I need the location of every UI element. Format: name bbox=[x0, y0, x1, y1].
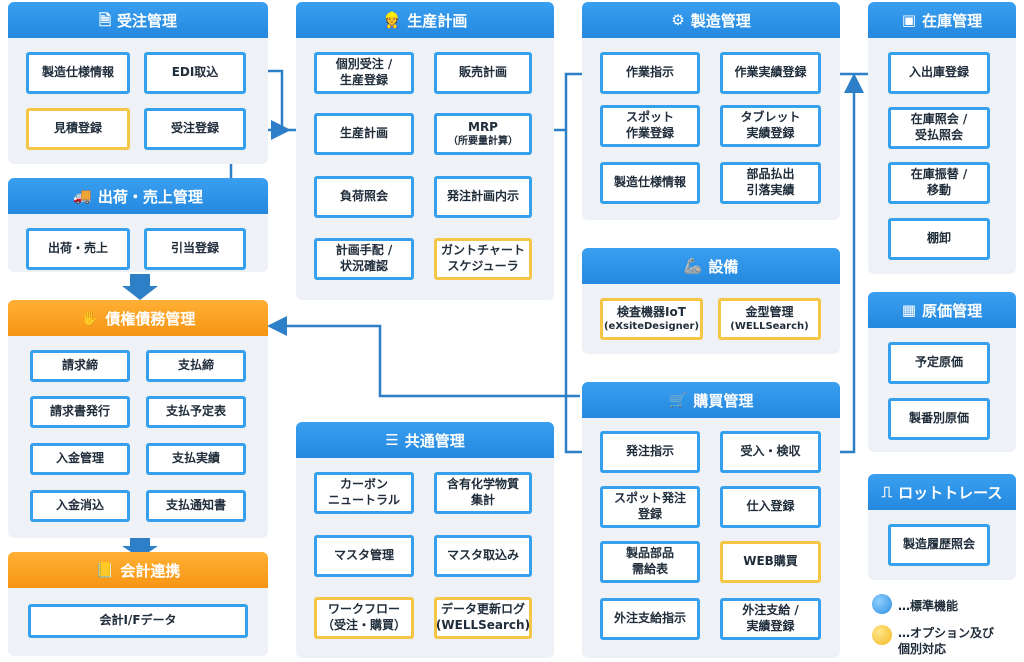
common-workflow-button[interactable]: ワークフロー （受注・購買） bbox=[314, 597, 414, 639]
mold-label: 金型管理 bbox=[745, 304, 794, 319]
mfg-parts-button[interactable]: 部品払出 引落実績 bbox=[720, 162, 821, 204]
mold-sub-label: (WELLSearch) bbox=[730, 321, 809, 333]
prod-salesplan-button[interactable]: 販売計画 bbox=[434, 52, 532, 94]
purch-receive-button[interactable]: 受入・検収 bbox=[720, 431, 821, 473]
prod-plan-button[interactable]: 生産計画 bbox=[314, 113, 414, 155]
credit-invoice-button[interactable]: 請求書発行 bbox=[30, 396, 130, 428]
order-entry-button[interactable]: 受注登録 bbox=[144, 108, 246, 150]
mfg-tablet-button[interactable]: タブレット 実績登録 bbox=[720, 105, 821, 147]
ship-header: 🚚出荷・売上管理 bbox=[8, 178, 268, 214]
credit-paysched-button[interactable]: 支払予定表 bbox=[146, 396, 246, 428]
common-chem-button[interactable]: 含有化学物質 集計 bbox=[434, 472, 532, 514]
acct-if-button[interactable]: 会計I/Fデータ bbox=[28, 604, 248, 638]
equip-header: 🦾設備 bbox=[582, 248, 840, 284]
iot-label: 検査機器IoT bbox=[617, 304, 686, 319]
credit-header: ✋債権債務管理 bbox=[8, 300, 268, 336]
purch-po-button[interactable]: 発注指示 bbox=[600, 431, 700, 473]
gears-icon: ⚙ bbox=[671, 10, 685, 29]
purch-web-button[interactable]: WEB購買 bbox=[720, 541, 821, 583]
common-log-button[interactable]: データ更新ログ (WELLSearch) bbox=[434, 597, 532, 639]
prod-gantt-button[interactable]: ガントチャート スケジューラ bbox=[434, 238, 532, 280]
stock-header: ▣在庫管理 bbox=[868, 2, 1016, 38]
ship-sales-button[interactable]: 出荷・売上 bbox=[26, 228, 130, 270]
common-master-button[interactable]: マスタ管理 bbox=[314, 535, 414, 577]
acct-header: 📒会計連携 bbox=[8, 552, 268, 588]
purch-purchase-button[interactable]: 仕入登録 bbox=[720, 486, 821, 528]
prod-order-button[interactable]: 発注計画内示 bbox=[434, 176, 532, 218]
credit-payclose-button[interactable]: 支払締 bbox=[146, 350, 246, 382]
worker-icon: 👷 bbox=[382, 10, 402, 29]
credit-billclose-button[interactable]: 請求締 bbox=[30, 350, 130, 382]
prod-individual-button[interactable]: 個別受注 / 生産登録 bbox=[314, 52, 414, 94]
robot-arm-icon: 🦾 bbox=[683, 256, 703, 275]
ledger-icon: 📒 bbox=[95, 560, 115, 579]
lot-header: ⎍ロットトレース bbox=[868, 474, 1016, 510]
stock-io-button[interactable]: 入出庫登録 bbox=[888, 52, 990, 94]
credit-payres-button[interactable]: 支払実績 bbox=[146, 443, 246, 475]
prod-load-button[interactable]: 負荷照会 bbox=[314, 176, 414, 218]
mfg-result-button[interactable]: 作業実績登録 bbox=[720, 52, 821, 94]
mfg-spec-button[interactable]: 製造仕様情報 bbox=[600, 162, 700, 204]
mfg-spot-button[interactable]: スポット 作業登録 bbox=[600, 105, 700, 147]
ship-alloc-button[interactable]: 引当登録 bbox=[144, 228, 246, 270]
lot-trace-button[interactable]: 製造履歴照会 bbox=[888, 524, 990, 566]
cost-lot-button[interactable]: 製番別原価 bbox=[888, 398, 990, 440]
credit-paynotice-button[interactable]: 支払通知書 bbox=[146, 490, 246, 522]
purch-header: 🛒購買管理 bbox=[582, 382, 840, 418]
prod-header: 👷生産計画 bbox=[296, 2, 554, 38]
common-header: ☰共通管理 bbox=[296, 422, 554, 458]
order-header: 🗎受注管理 bbox=[8, 2, 268, 38]
prod-arrange-button[interactable]: 計画手配 / 状況確認 bbox=[314, 238, 414, 280]
mfg-header: ⚙製造管理 bbox=[582, 2, 840, 38]
trace-icon: ⎍ bbox=[881, 482, 893, 501]
stock-move-button[interactable]: 在庫振替 / 移動 bbox=[888, 162, 990, 204]
calculator-icon: ▦ bbox=[901, 300, 917, 319]
iot-sub-label: (eXsiteDesigner) bbox=[603, 321, 700, 333]
stock-inq-button[interactable]: 在庫照会 / 受払照会 bbox=[888, 107, 990, 149]
order-quote-button[interactable]: 見積登録 bbox=[26, 108, 130, 150]
purch-parts-button[interactable]: 製品部品 需給表 bbox=[600, 541, 700, 583]
purch-outsource-button[interactable]: 外注支給指示 bbox=[600, 598, 700, 640]
credit-deposit-button[interactable]: 入金管理 bbox=[30, 443, 130, 475]
option-legend-label: …オプション及び 個別対応 bbox=[898, 626, 995, 656]
stock-count-button[interactable]: 棚卸 bbox=[888, 218, 990, 260]
prod-mrp-button[interactable]: MRP （所要量計算） bbox=[434, 113, 532, 155]
common-import-button[interactable]: マスタ取込み bbox=[434, 535, 532, 577]
common-carbon-button[interactable]: カーボン ニュートラル bbox=[314, 472, 414, 514]
standard-legend-dot bbox=[872, 594, 892, 614]
standard-legend-label: …標準機能 bbox=[898, 599, 959, 613]
document-icon: 🗎 bbox=[98, 10, 112, 29]
mrp-label: MRP bbox=[468, 119, 498, 134]
cart-icon: 🛒 bbox=[668, 390, 688, 409]
truck-icon: 🚚 bbox=[73, 186, 92, 205]
credit-depclear-button[interactable]: 入金消込 bbox=[30, 490, 130, 522]
order-edi-button[interactable]: EDI取込 bbox=[144, 52, 246, 94]
purch-spot-button[interactable]: スポット発注 登録 bbox=[600, 486, 700, 528]
cost-header: ▦原価管理 bbox=[868, 292, 1016, 328]
money-icon: ✋ bbox=[80, 308, 100, 327]
option-legend-dot bbox=[872, 625, 892, 645]
equip-iot-button[interactable]: 検査機器IoT (eXsiteDesigner) bbox=[600, 298, 703, 340]
cost-plan-button[interactable]: 予定原価 bbox=[888, 342, 990, 384]
purch-outres-button[interactable]: 外注支給 / 実績登録 bbox=[720, 598, 821, 640]
equip-mold-button[interactable]: 金型管理 (WELLSearch) bbox=[718, 298, 821, 340]
box-icon: ▣ bbox=[901, 10, 917, 29]
mfg-instr-button[interactable]: 作業指示 bbox=[600, 52, 700, 94]
mrp-sub-label: （所要量計算） bbox=[448, 136, 518, 148]
order-spec-button[interactable]: 製造仕様情報 bbox=[26, 52, 130, 94]
list-icon: ☰ bbox=[385, 430, 399, 449]
